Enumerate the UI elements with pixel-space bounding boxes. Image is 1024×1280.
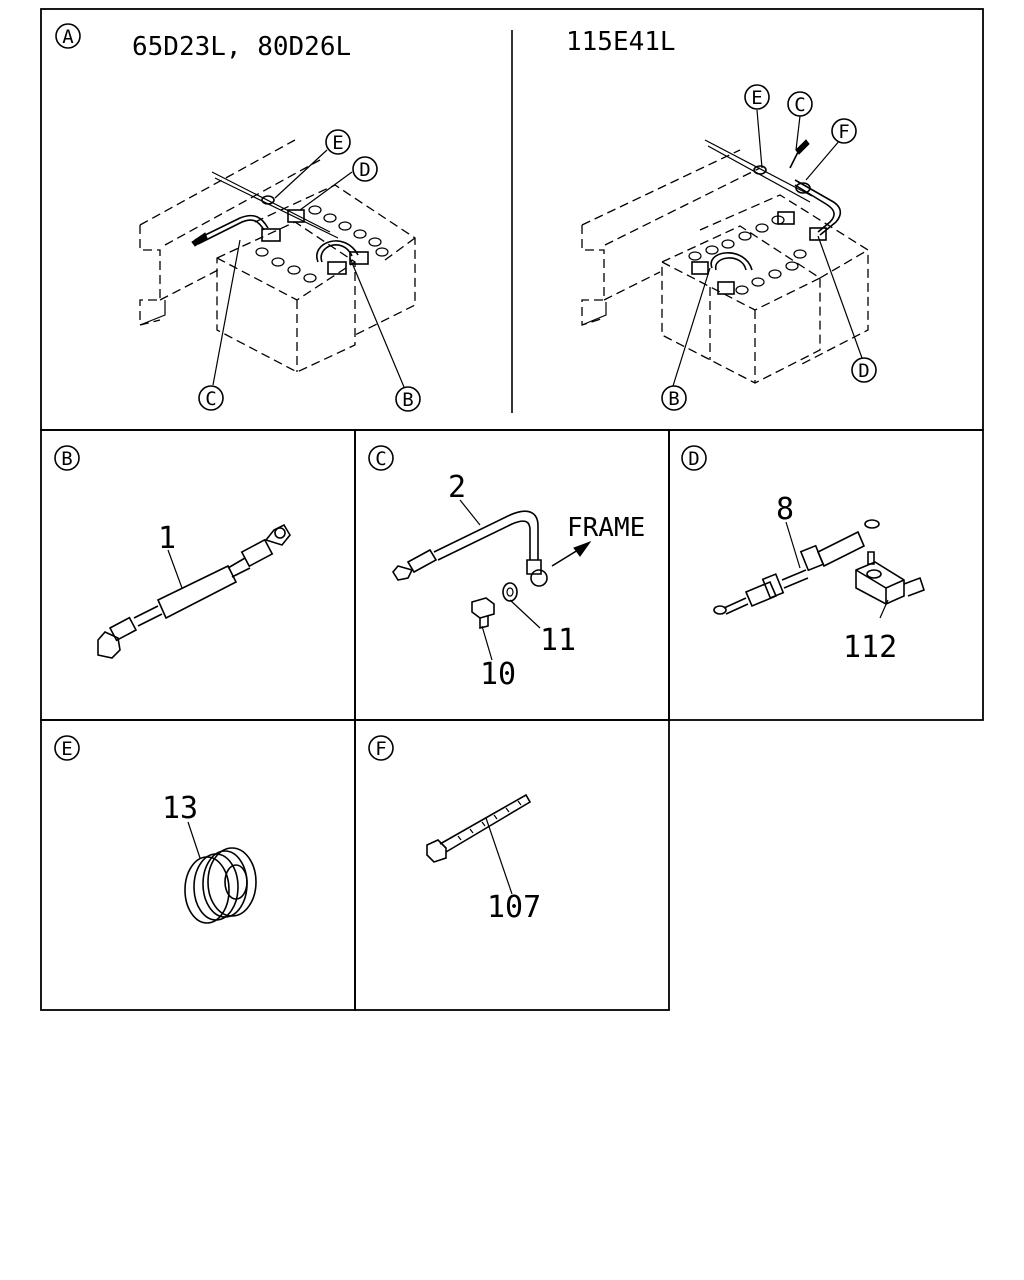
frame-label: FRAME (567, 513, 645, 543)
svg-text:D: D (359, 159, 370, 181)
panel-d-id: D (681, 445, 707, 471)
right-cables (704, 139, 842, 271)
svg-text:E: E (61, 738, 72, 760)
panel-a: A 65D23L, 80D26L 115E41L (55, 23, 877, 412)
svg-text:B: B (402, 389, 413, 411)
svg-text:B: B (668, 388, 679, 410)
svg-text:C: C (205, 388, 216, 410)
panel-c: C FRAME 2 11 10 (368, 445, 645, 692)
panel-b-id: B (54, 445, 80, 471)
right-battery-model: 115E41L (566, 27, 676, 57)
callout-b-right: B (661, 385, 687, 411)
part-number-107: 107 (487, 890, 541, 925)
panel-e-id: E (54, 735, 80, 761)
right-battery-rear (699, 194, 869, 366)
left-callouts: E D C B (198, 129, 421, 412)
right-callouts: E C F B D (661, 84, 877, 411)
svg-text:F: F (375, 738, 386, 760)
cable-part-8 (713, 519, 880, 615)
part-number-2: 2 (448, 470, 466, 505)
cable-tie-part-107 (426, 793, 532, 863)
callout-e-right: E (744, 84, 770, 110)
callout-b-left: B (395, 386, 421, 412)
part-number-112: 112 (843, 630, 897, 665)
left-battery-models: 65D23L, 80D26L (132, 32, 351, 62)
left-battery-rear (254, 184, 416, 336)
callout-d-right: D (851, 357, 877, 383)
panel-b: B 1 (54, 445, 291, 659)
svg-text:B: B (61, 448, 72, 470)
svg-text:D: D (858, 360, 869, 382)
callout-c-right: C (787, 91, 813, 117)
panel-d: D 8 112 (681, 445, 926, 665)
part-number-8: 8 (776, 492, 794, 527)
right-battery-front (661, 225, 821, 384)
callout-f-right: F (831, 118, 857, 144)
panel-f-id: F (368, 735, 394, 761)
svg-text:C: C (794, 94, 805, 116)
svg-text:E: E (332, 132, 343, 154)
svg-text:C: C (375, 448, 386, 470)
panel-e: E 13 (54, 735, 257, 924)
part-number-13: 13 (162, 791, 198, 826)
svg-text:F: F (838, 121, 849, 143)
right-frame-rail (581, 149, 761, 326)
panel-c-id: C (368, 445, 394, 471)
part-number-10: 10 (480, 657, 516, 692)
washer-part-11 (502, 582, 518, 602)
left-battery-caps (255, 205, 389, 283)
right-battery-caps (688, 211, 827, 295)
callout-d-left: D (352, 156, 378, 182)
callout-c-left: C (198, 385, 224, 411)
terminal-clamp-part-112 (855, 551, 926, 605)
battery-cable-part-1 (97, 523, 291, 659)
frame-arrow (551, 540, 592, 567)
panel-a-id: A (55, 23, 81, 49)
part-number-11: 11 (540, 623, 576, 658)
part-number-1: 1 (158, 521, 176, 556)
svg-text:D: D (688, 448, 699, 470)
left-frame-rail (139, 139, 321, 326)
callout-e-left: E (325, 129, 351, 155)
panel-frames (40, 8, 984, 1011)
bolt-part-10 (471, 597, 495, 630)
svg-text:E: E (751, 87, 762, 109)
ground-cable-part-2 (392, 510, 548, 587)
panel-f: F 107 (368, 735, 541, 925)
grommet-part-13 (184, 847, 257, 924)
left-cables (191, 171, 359, 263)
svg-text:A: A (62, 26, 74, 48)
